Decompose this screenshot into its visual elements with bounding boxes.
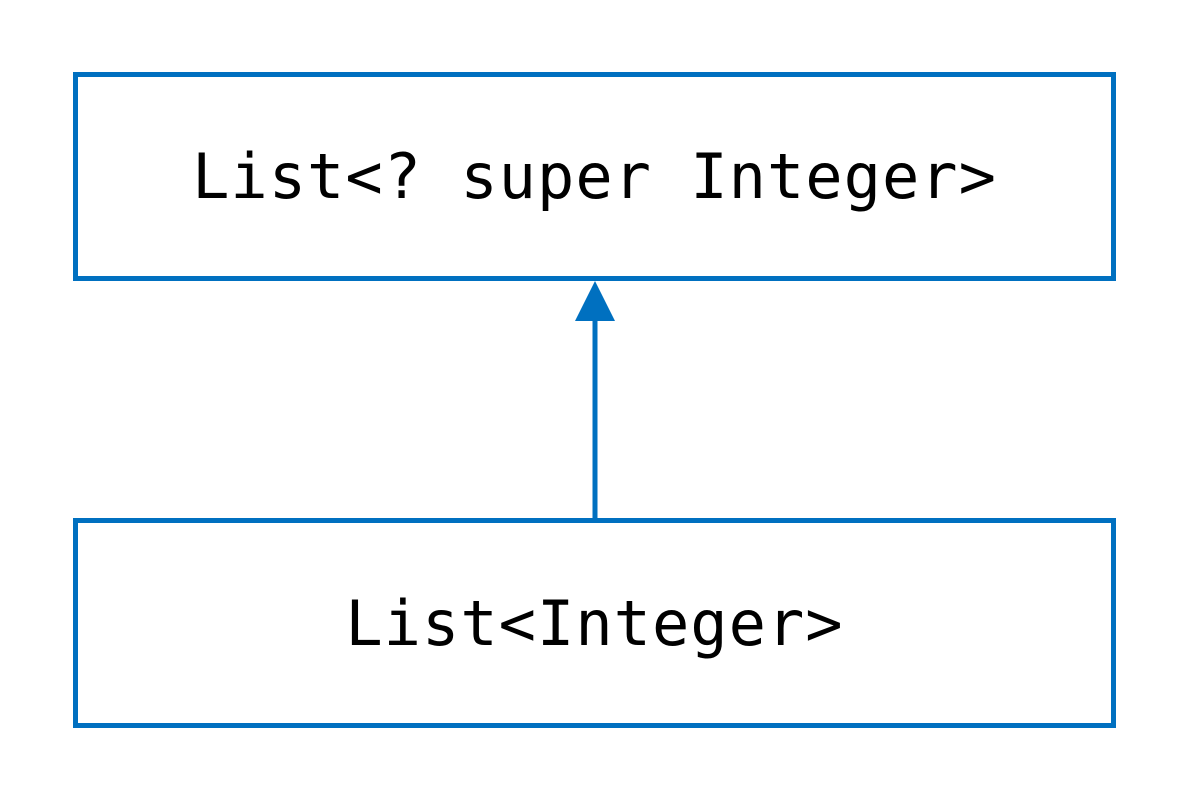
- arrow-head-icon: [575, 281, 615, 321]
- subtype-box: List<Integer>: [73, 518, 1116, 728]
- supertype-label: List<? super Integer>: [192, 140, 997, 213]
- subtype-label: List<Integer>: [345, 586, 844, 660]
- supertype-box: List<? super Integer>: [73, 72, 1116, 281]
